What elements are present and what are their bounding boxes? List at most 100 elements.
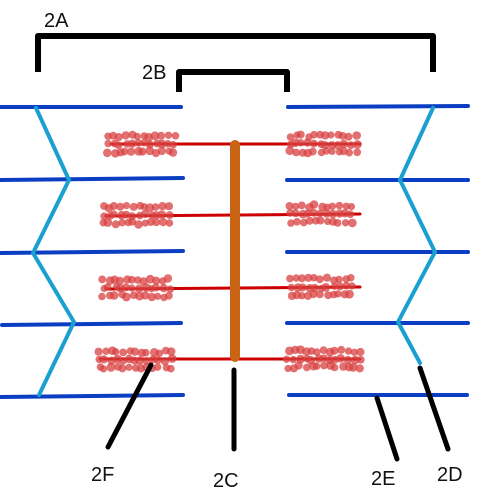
myosin-head [303, 138, 312, 147]
myosin-head [153, 363, 162, 371]
myosin-head [98, 275, 107, 284]
myosin-head [171, 132, 180, 140]
myosin-head [309, 200, 319, 209]
myosin-head [166, 347, 176, 356]
myosin-head [293, 218, 301, 226]
myosin-head [154, 292, 162, 300]
myosin-head [304, 273, 313, 282]
myosin-head [110, 210, 118, 218]
myosin-head [310, 130, 318, 139]
myosin-head [128, 217, 137, 226]
myosin-head [111, 220, 120, 229]
myosin-head [94, 347, 103, 356]
myosin-head [165, 211, 174, 220]
myosin-head [305, 216, 314, 225]
myosin-head [344, 347, 353, 355]
myosin-head [120, 147, 129, 156]
myosin-head [297, 139, 305, 147]
myosin-head [327, 131, 335, 139]
myosin-head [344, 132, 353, 141]
myosin-head [328, 202, 337, 210]
myosin-head [122, 292, 131, 302]
myosin-head [337, 345, 346, 354]
myosin-head [348, 218, 357, 228]
myosin-head [341, 219, 350, 227]
myosin-head [157, 131, 166, 140]
myosin-head [103, 218, 113, 227]
label-2f: 2F [91, 464, 114, 486]
thin-filament [0, 176, 185, 182]
thin-filament [0, 249, 185, 255]
thin-filament [0, 321, 183, 327]
myosin-head [164, 202, 174, 211]
bracket-2b [176, 69, 290, 92]
myosin-head [163, 274, 173, 283]
myosin-head [350, 348, 359, 356]
myosin-head [157, 139, 167, 149]
myosin-head [351, 355, 360, 365]
myosin-head [334, 290, 342, 298]
myosin-head [167, 364, 175, 373]
myosin-head [129, 202, 138, 211]
myosin-head [134, 220, 143, 229]
myosin-head [343, 355, 352, 365]
pointer-2f [105, 362, 154, 450]
myosin-head [109, 291, 119, 300]
myosin-head [103, 283, 112, 291]
myosin-head [346, 210, 355, 219]
myosin-head [121, 131, 130, 140]
myosin-head [130, 347, 140, 356]
myosin-head [152, 276, 161, 285]
myosin-head [324, 291, 333, 300]
myosin-head [164, 131, 173, 139]
myosin-head [134, 139, 143, 147]
myosin-head [159, 284, 168, 293]
myosin-head [135, 284, 144, 293]
myosin-head [168, 354, 177, 363]
myosin-head [348, 282, 356, 290]
myosin-head [152, 218, 161, 227]
myosin-head [289, 355, 297, 364]
myosin-head [339, 139, 348, 149]
myosin-head [104, 139, 112, 148]
myosin-head [118, 219, 126, 227]
bracket-2a [35, 33, 436, 72]
thin-filament [0, 393, 185, 399]
myosin-head [100, 212, 109, 221]
myosin-heads [94, 130, 365, 373]
myosin-head [330, 346, 339, 355]
myosin-head [138, 147, 147, 156]
myosin-head [330, 363, 339, 372]
myosin-head [313, 348, 321, 356]
myosin-head [348, 362, 358, 372]
myosin-head [357, 356, 365, 364]
myosin-head [296, 130, 305, 139]
label-2c: 2C [213, 470, 239, 492]
myosin-head [336, 354, 345, 363]
myosin-head [342, 202, 350, 210]
myosin-head [308, 147, 317, 156]
myosin-head [335, 201, 344, 210]
myosin-head [142, 348, 150, 357]
myosin-head [102, 347, 110, 355]
myosin-head [122, 202, 131, 210]
myosin-head [116, 202, 125, 211]
myosin-head [135, 356, 145, 366]
myosin-head [345, 148, 354, 157]
myosin-head [150, 131, 160, 141]
myosin-head [292, 274, 300, 282]
myosin-head [342, 282, 351, 290]
myosin-head [155, 349, 164, 357]
z-line-left [31, 106, 76, 397]
myosin-head [154, 356, 162, 364]
myosin-head [298, 274, 306, 283]
myosin-head [310, 274, 318, 282]
myosin-head [353, 140, 362, 149]
myosin-head [284, 364, 292, 373]
myosin-head [316, 216, 325, 225]
myosin-head [119, 348, 128, 357]
label-2e: 2E [371, 468, 395, 490]
myosin-head [128, 139, 137, 148]
myosin-head [141, 291, 150, 300]
